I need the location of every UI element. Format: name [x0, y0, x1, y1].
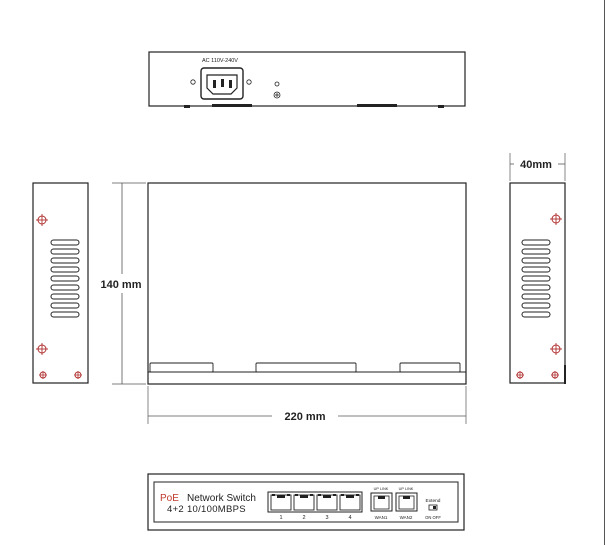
depth-dimension-label: 40mm — [520, 159, 552, 171]
lan-port-4 — [339, 494, 361, 511]
back-panel-foot-right — [357, 104, 397, 107]
left-side-view — [32, 182, 89, 384]
right-side-view — [509, 182, 566, 384]
lan-port-group: 1 2 3 4 — [267, 491, 363, 521]
lan-port-1-label: 1 — [279, 515, 282, 521]
lan-port-2-label: 2 — [302, 515, 305, 521]
back-panel-foot-corner-left — [184, 105, 190, 108]
right-side-screw-top-icon — [550, 213, 562, 225]
product-name: Network Switch — [187, 493, 256, 504]
wan-port-2: UP LINK WAN2 — [395, 487, 418, 520]
lan-port-3 — [316, 494, 338, 511]
wan-port-2-top-label: UP LINK — [399, 487, 414, 491]
mount-hole-right-icon — [246, 79, 252, 85]
left-side-vents — [50, 239, 80, 318]
wan-port-2-bottom-label: WAN2 — [400, 515, 413, 520]
brand-prefix: PoE — [160, 493, 179, 504]
lan-port-4-label: 4 — [348, 515, 351, 521]
ground-screw-icon — [273, 81, 281, 99]
front-panel-view: PoE Network Switch 4+2 10/100MBPS — [147, 473, 465, 531]
back-panel-view: AC 110V-240V — [148, 51, 466, 108]
right-side-vents — [521, 239, 551, 318]
width-dimension: 220 mm — [147, 386, 467, 424]
back-panel-body — [148, 51, 466, 107]
wan-port-1-top-label: UP LINK — [374, 487, 389, 491]
top-view-foot-left — [149, 362, 214, 373]
top-view-body — [147, 182, 467, 385]
left-side-foot-screw-2-icon — [74, 371, 82, 379]
lan-port-1 — [270, 494, 292, 511]
power-rating-label: AC 110V-240V — [202, 58, 238, 64]
right-side-foot-screw-1-icon — [516, 371, 524, 379]
back-panel-foot-corner-right — [438, 105, 444, 108]
height-dimension-label: 140 mm — [101, 279, 142, 291]
right-side-foot-screw-2-icon — [551, 371, 559, 379]
lan-port-2 — [293, 494, 315, 511]
left-side-foot-screw-1-icon — [39, 371, 47, 379]
back-panel-foot-left — [212, 104, 252, 107]
right-side-screw-bottom-icon — [550, 343, 562, 355]
width-dimension-label: 220 mm — [285, 411, 326, 423]
extend-label: Extend — [426, 498, 441, 504]
top-view-foot-right — [399, 362, 461, 373]
top-view-foot-middle — [255, 362, 357, 373]
wan-port-1-bottom-label: WAN1 — [375, 515, 388, 520]
power-socket-icon — [200, 67, 244, 100]
mount-hole-left-icon — [190, 79, 196, 85]
product-spec: 4+2 10/100MBPS — [167, 504, 246, 515]
extend-switch: Extend ON OFF — [425, 498, 441, 520]
extend-switch-states: ON OFF — [425, 515, 441, 520]
left-side-screw-top-icon — [36, 214, 48, 226]
depth-dimension: 40mm — [509, 153, 566, 181]
height-dimension: 140 mm — [101, 182, 146, 385]
lan-port-3-label: 3 — [325, 515, 328, 521]
left-side-screw-bottom-icon — [36, 343, 48, 355]
top-view — [147, 182, 467, 385]
wan-port-1: UP LINK WAN1 — [370, 487, 393, 520]
